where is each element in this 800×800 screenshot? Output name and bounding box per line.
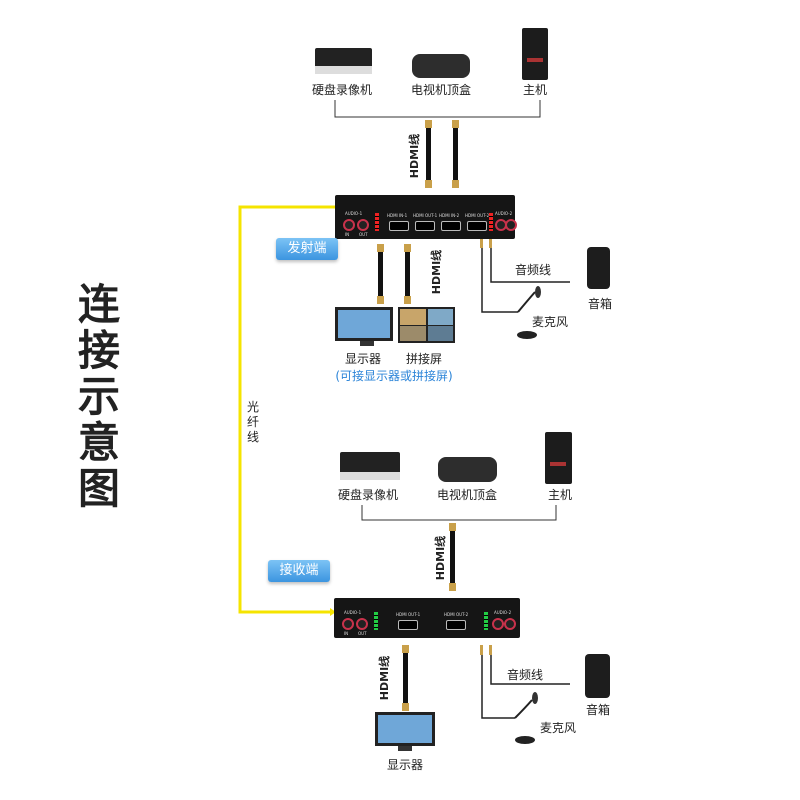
pc-tower-icon (545, 432, 572, 484)
video-wall-icon (398, 307, 455, 343)
fiber-label: 光纤线 (246, 400, 259, 444)
source-label: 电视机顶盒 (410, 83, 472, 97)
hdmi-cable-label: HDMI线 (408, 133, 422, 179)
speaker-icon (585, 654, 610, 698)
speaker-icon (587, 247, 610, 289)
port-label: HDMI OUT-1 (396, 612, 421, 617)
pc-tower-icon (522, 28, 548, 80)
transmitter-badge: 发射端 (276, 238, 338, 260)
hdmi-cable-label: HDMI线 (430, 249, 444, 295)
microphone-icon (517, 286, 541, 339)
port-label: IN (345, 232, 350, 237)
microphone-icon (514, 692, 538, 744)
mic-label: 麦克风 (539, 721, 577, 735)
receiver-device: AUDIO-1 IN OUT HDMI OUT-1 HDMI OUT-2 AUD… (334, 598, 520, 638)
hdmi-out-2-port (446, 620, 466, 630)
set-top-box-icon (438, 457, 497, 482)
audio-out-jack (504, 618, 516, 630)
port-label: IN (344, 631, 349, 636)
source-label: 硬盘录像机 (337, 488, 399, 502)
audio-out-jack (357, 219, 369, 231)
monitor-icon (375, 712, 435, 751)
hdmi-cable-label: HDMI线 (378, 655, 392, 701)
port-label: AUDIO-1 (344, 610, 362, 615)
audio-cable-label: 音频线 (514, 263, 552, 277)
speaker-label: 音箱 (587, 297, 613, 311)
fiber-cable (238, 205, 335, 614)
source-label: 硬盘录像机 (311, 83, 373, 97)
transmitter-device: AUDIO-1 IN OUT HDMI IN-1 HDMI OUT-1 HDMI… (335, 195, 517, 239)
display-note: (可接显示器或拼接屏) (335, 369, 453, 383)
hdmi-in-1-port (389, 221, 409, 231)
hdmi-cable-out (377, 244, 411, 304)
port-label: HDMI OUT-2 (465, 213, 490, 218)
speaker-label: 音箱 (585, 703, 611, 717)
status-leds (484, 612, 488, 630)
status-leds (374, 612, 378, 630)
audio-in-jack (492, 618, 504, 630)
display-label: 拼接屏 (405, 352, 443, 366)
display-label: 显示器 (344, 352, 382, 366)
port-label: OUT (359, 232, 368, 237)
mic-label: 麦克风 (531, 315, 569, 329)
dvr-icon (340, 452, 400, 480)
port-label: HDMI IN-2 (439, 213, 460, 218)
status-leds (489, 213, 493, 231)
monitor-icon (335, 307, 393, 346)
status-leds (375, 213, 379, 231)
hdmi-out-1-port (398, 620, 418, 630)
audio-in-jack (342, 618, 354, 630)
audio-out-jack (356, 618, 368, 630)
port-label: AUDIO-2 (494, 610, 512, 615)
hdmi-out-1-port (415, 221, 435, 231)
diagram-title: 连接示意图 (77, 280, 120, 513)
hdmi-in-2-port (441, 221, 461, 231)
audio-cable-label: 音频线 (506, 668, 544, 682)
dvr-icon (315, 48, 372, 74)
port-label: OUT (358, 631, 367, 636)
port-label: HDMI OUT-2 (444, 612, 469, 617)
display-label: 显示器 (386, 758, 424, 772)
source-label: 电视机顶盒 (436, 488, 498, 502)
receiver-badge: 接收端 (268, 560, 330, 582)
source-label: 主机 (547, 488, 573, 502)
hdmi-cable-in (425, 120, 459, 188)
port-label: AUDIO-1 (345, 211, 363, 216)
audio-out-jack (505, 219, 517, 231)
set-top-box-icon (412, 54, 470, 78)
hdmi-cable-label: HDMI线 (434, 535, 448, 581)
port-label: HDMI IN-1 (387, 213, 408, 218)
audio-cables (481, 248, 570, 313)
audio-in-jack (343, 219, 355, 231)
port-label: HDMI OUT-1 (413, 213, 438, 218)
port-label: AUDIO-2 (495, 211, 513, 216)
hdmi-out-2-port (467, 221, 487, 231)
source-label: 主机 (522, 83, 548, 97)
